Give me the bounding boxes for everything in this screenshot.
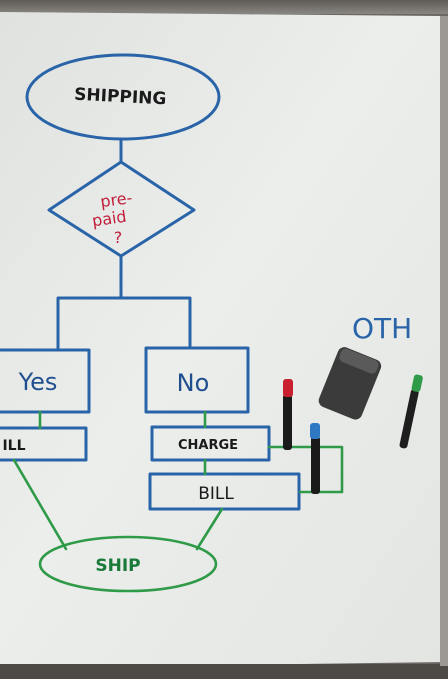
yes-label: Yes xyxy=(18,368,58,396)
blue-marker xyxy=(310,423,320,494)
ship-label: SHIP xyxy=(95,556,140,576)
red-marker xyxy=(283,379,293,450)
yes-action-label: ILL xyxy=(2,438,25,454)
green-right-diagonal xyxy=(195,507,224,551)
charge-box xyxy=(150,425,271,462)
board-top-edge xyxy=(0,0,448,14)
charge-label: CHARGE xyxy=(178,438,238,453)
branch-bar xyxy=(56,296,192,350)
start-label: SHIPPING xyxy=(74,85,167,110)
decision-label-2: paid xyxy=(91,207,128,231)
green-left-diagonal xyxy=(12,458,68,551)
side-text: OTH xyxy=(352,312,412,345)
eraser xyxy=(318,347,382,420)
yes-box xyxy=(0,348,91,414)
board-right-edge xyxy=(440,16,448,666)
ship-oval xyxy=(38,535,218,593)
green-right-loop xyxy=(267,445,344,494)
board-surface xyxy=(0,12,446,668)
bill-label: BILL xyxy=(198,484,234,504)
green-marker xyxy=(399,374,423,449)
no-label: No xyxy=(177,369,210,397)
decision-label-3: ? xyxy=(114,228,123,247)
no-box xyxy=(144,346,250,414)
start-oval xyxy=(25,53,221,141)
board-bottom-edge xyxy=(0,664,448,679)
decision-label-1: pre- xyxy=(99,188,133,211)
